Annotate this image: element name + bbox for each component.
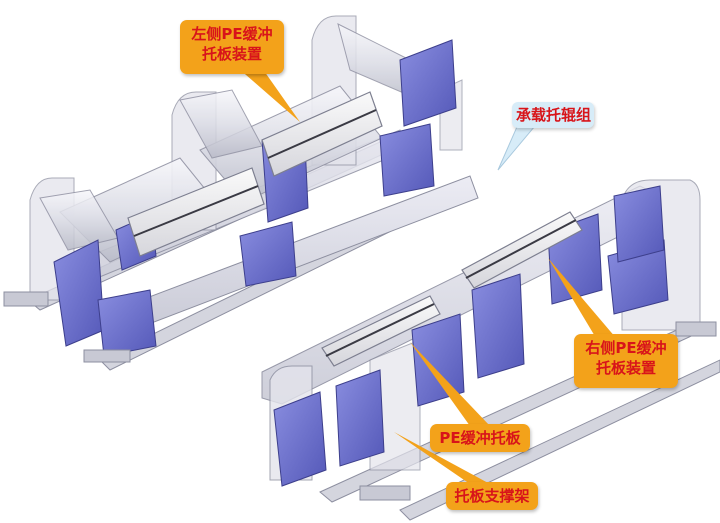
callout-pointers (238, 68, 616, 484)
callout-carrying-idler-set-text: 承载托辊组 (516, 106, 592, 124)
callout-right-pe-buffer: 右侧PE缓冲 托板装置 (574, 334, 678, 388)
callout-right-pe-buffer-line2: 托板装置 (595, 359, 656, 378)
callout-left-pe-buffer-line1: 左侧PE缓冲 (191, 25, 273, 43)
right-pe-buffer-plates (321, 211, 583, 367)
callout-pe-buffer-plate: PE缓冲托板 (430, 424, 530, 452)
callout-carrying-idler-set: 承载托辊组 (512, 102, 594, 128)
callout-plate-support-frame-text: 托板支撑架 (454, 487, 530, 505)
callout-plate-support-frame: 托板支撑架 (446, 482, 538, 510)
left-pe-buffer-plates (127, 91, 383, 257)
callout-pe-buffer-plate-text: PE缓冲托板 (439, 429, 521, 447)
callout-left-pe-buffer-line2: 托板装置 (201, 45, 262, 64)
callout-right-pe-buffer-line1: 右侧PE缓冲 (585, 339, 667, 357)
callout-left-pe-buffer: 左侧PE缓冲 托板装置 (180, 20, 284, 74)
